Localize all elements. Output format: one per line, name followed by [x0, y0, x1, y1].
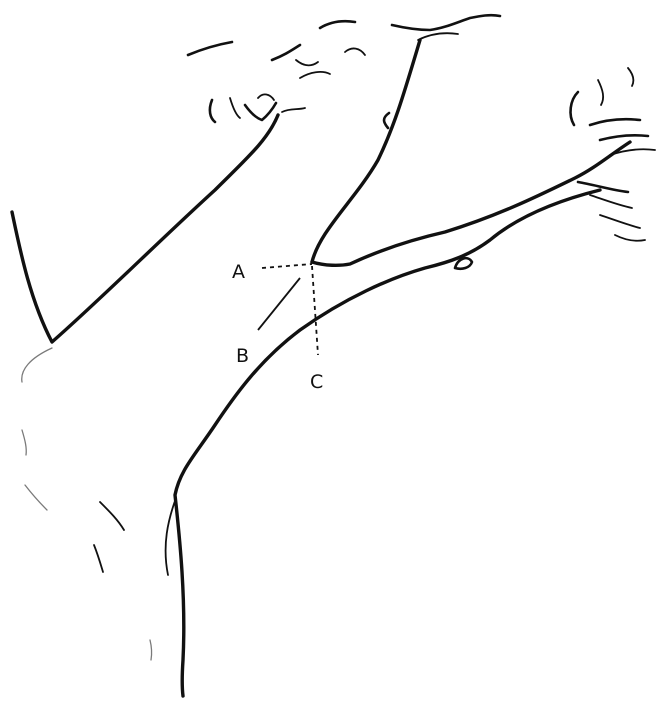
label-b: B	[236, 345, 249, 367]
faint-trunk-stroke-6	[150, 640, 152, 660]
faint-trunk-stroke-4	[100, 502, 124, 530]
trunk-bark-stroke	[166, 498, 176, 575]
faint-trunk-stroke-5	[94, 545, 103, 572]
faint-trunk-stroke-3	[25, 485, 47, 510]
label-c: C	[310, 371, 323, 393]
faint-trunk-stroke-1	[22, 348, 52, 382]
guide-line-c	[312, 266, 318, 355]
limb-upper-edge	[312, 142, 630, 265]
right-twigs	[571, 68, 655, 241]
guide-line-b	[258, 278, 300, 330]
guide-line-a	[262, 264, 312, 268]
foliage-scribbles	[188, 15, 500, 122]
branch-knot	[384, 113, 389, 128]
left-trunk-outline	[12, 115, 278, 342]
label-a: A	[232, 261, 245, 283]
faint-trunk-stroke-2	[22, 430, 26, 455]
